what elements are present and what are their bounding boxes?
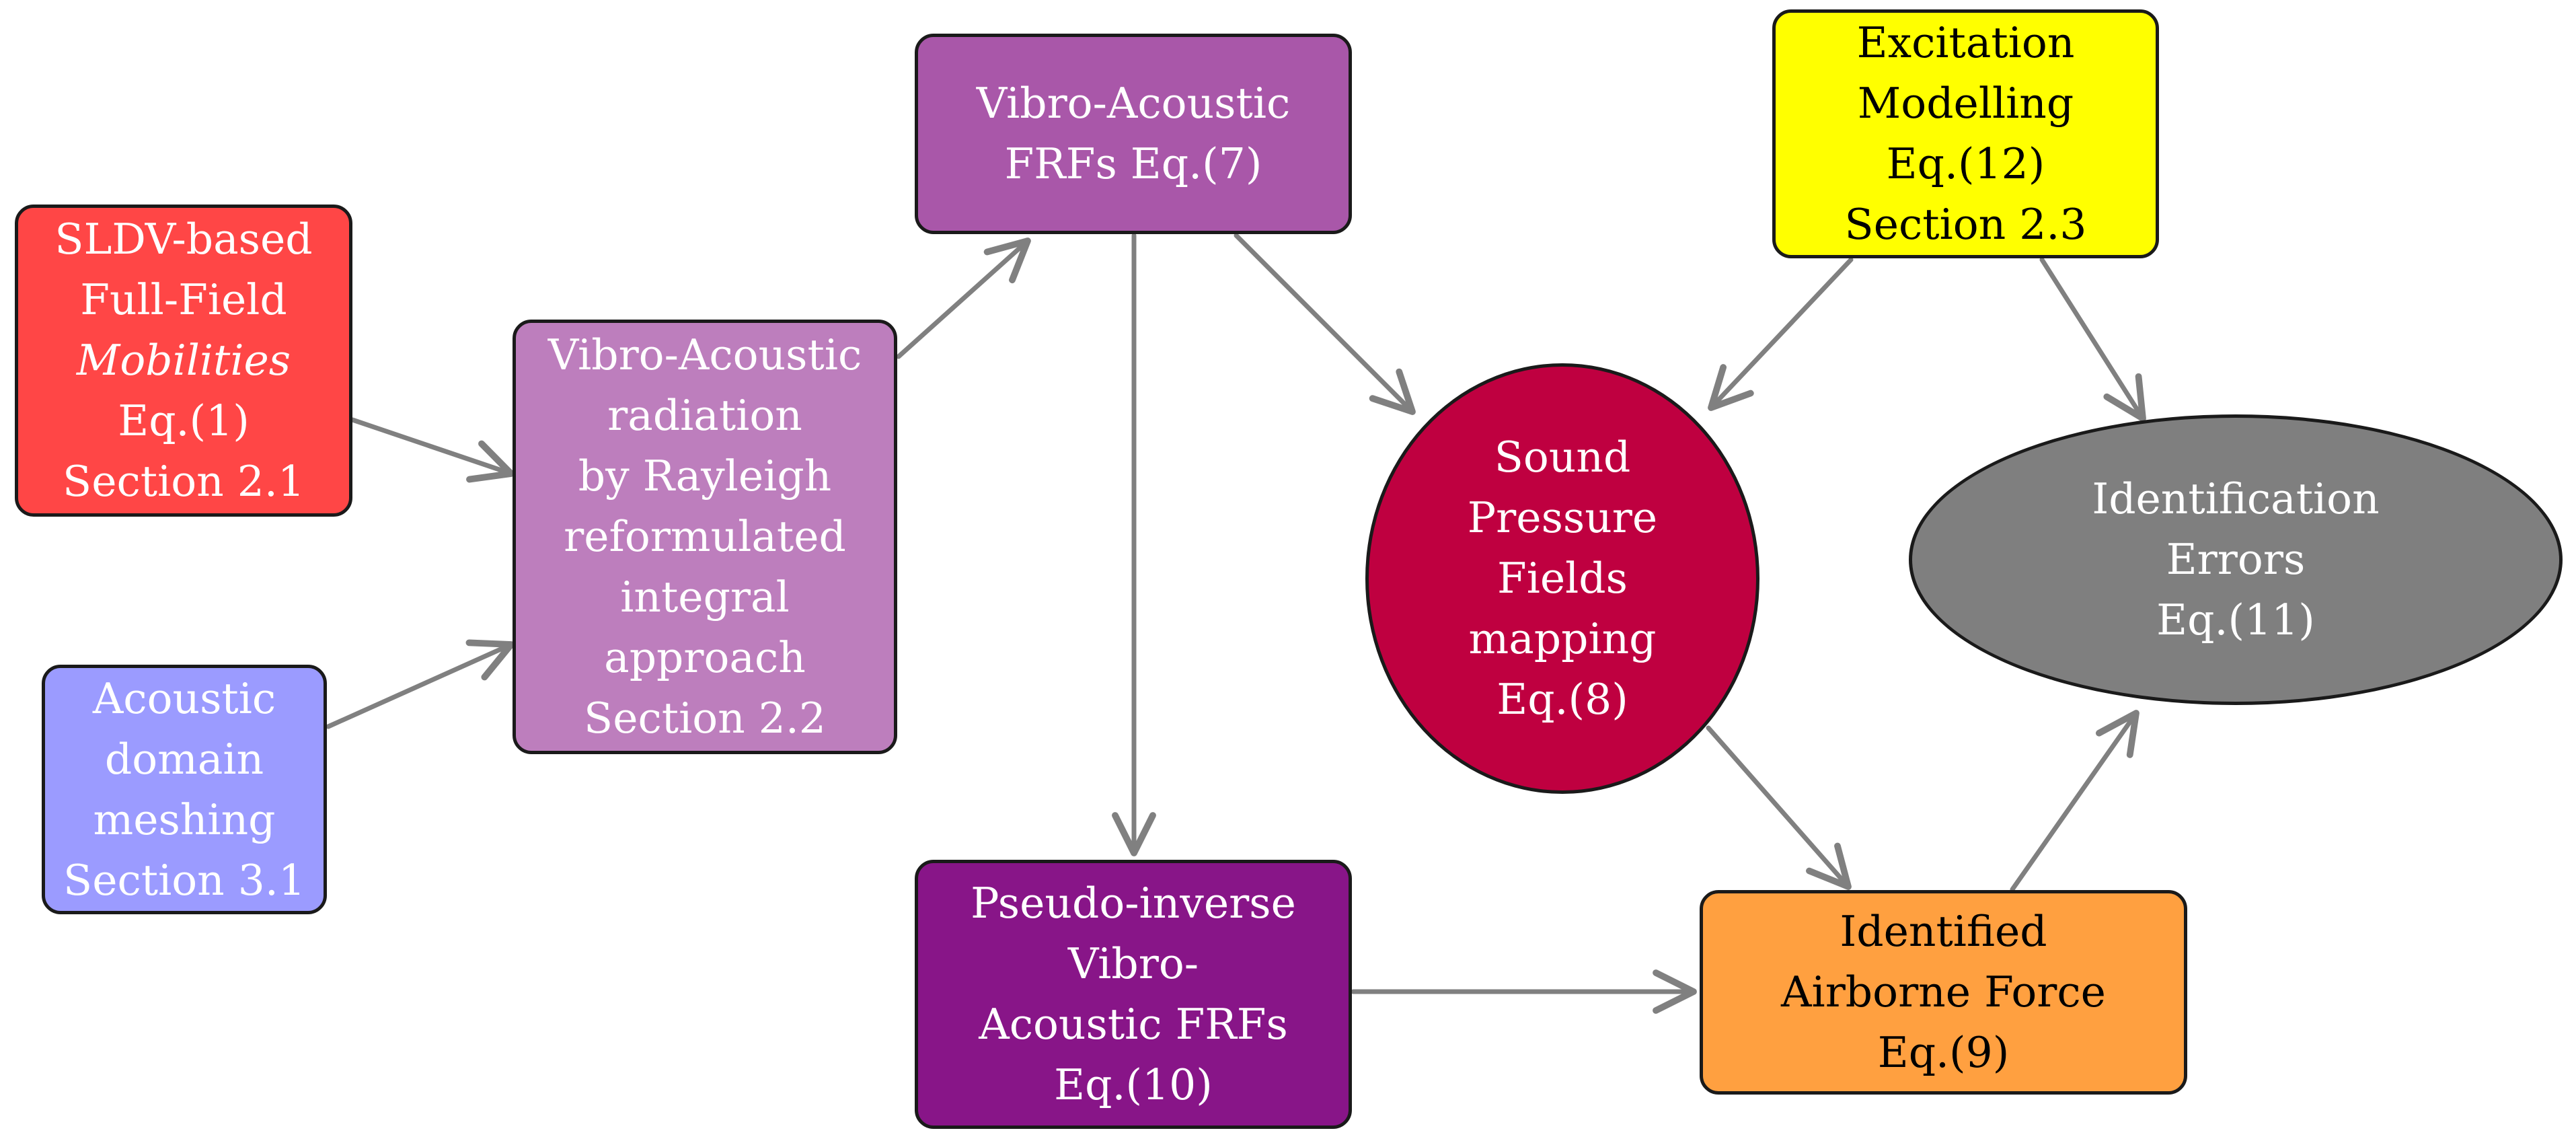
node-line: Eq.(8) <box>1497 675 1628 724</box>
node-line: domain <box>104 734 264 784</box>
arrow-excitation-to-sound-pressure <box>1708 257 1854 411</box>
node-vibro-acoustic-frfs: Vibro-Acoustic FRFs Eq.(7) <box>915 34 1352 234</box>
node-line: by Rayleigh <box>578 451 832 501</box>
node-line: integral <box>620 573 790 622</box>
node-line: Section 2.3 <box>1844 200 2087 249</box>
node-line: Mobilities <box>76 336 291 385</box>
node-rayleigh-radiation: Vibro-Acoustic radiation by Rayleigh ref… <box>513 320 897 754</box>
arrow-acoustic-meshing-to-rayleigh <box>326 639 515 729</box>
node-line: Section 2.1 <box>63 457 305 506</box>
node-line: Vibro-Acoustic <box>547 330 862 379</box>
node-line: Modelling <box>1857 79 2074 128</box>
node-line: Acoustic <box>92 673 276 723</box>
edges-layer <box>326 233 2146 1014</box>
node-line: Section 3.1 <box>63 855 305 905</box>
node-line: Acoustic FRFs <box>979 1000 1288 1049</box>
node-line: radiation <box>607 391 802 440</box>
arrow-rayleigh-to-vibro-frfs <box>896 237 1031 359</box>
node-excitation-modelling: Excitation Modelling Eq.(12) Section 2.3 <box>1772 9 2159 258</box>
node-line: Vibro- <box>1067 939 1199 988</box>
node-line: FRFs Eq.(7) <box>1004 139 1262 188</box>
node-sound-pressure-fields: Sound Pressure Fields mapping Eq.(8) <box>1365 363 1759 794</box>
node-line: Airborne Force <box>1781 967 2106 1017</box>
node-line: Eq.(9) <box>1877 1028 2010 1077</box>
node-line: reformulated <box>564 512 846 561</box>
node-line: Errors <box>2166 535 2306 584</box>
node-identification-errors: Identification Errors Eq.(11) <box>1909 414 2563 705</box>
node-line: Full-Field <box>80 275 287 324</box>
arrow-sound-pressure-to-identified-force <box>1706 725 1852 890</box>
node-line: SLDV-based <box>54 215 313 264</box>
node-line: Eq.(12) <box>1886 139 2045 188</box>
node-line: Excitation <box>1856 18 2075 67</box>
node-line: Pressure <box>1467 493 1658 542</box>
node-line: Vibro-Acoustic <box>976 79 1291 128</box>
arrow-identified-force-to-errors <box>2010 710 2139 892</box>
node-line: approach <box>604 633 806 682</box>
node-line: Identified <box>1840 907 2047 956</box>
node-line: Sound <box>1494 433 1631 482</box>
node-line: Eq.(11) <box>2156 595 2315 644</box>
node-line: Eq.(1) <box>118 396 250 445</box>
node-line: meshing <box>93 795 276 844</box>
node-pseudo-inverse-frfs: Pseudo-inverse Vibro- Acoustic FRFs Eq.(… <box>915 860 1352 1129</box>
node-line: Section 2.2 <box>584 694 826 743</box>
node-line: Eq.(10) <box>1054 1060 1213 1109</box>
arrow-vibro-frfs-to-sound-pressure <box>1234 233 1416 415</box>
arrow-excitation-to-errors <box>2039 257 2146 422</box>
node-line: Pseudo-inverse <box>971 879 1296 928</box>
node-line: mapping <box>1468 614 1657 663</box>
node-line: Fields <box>1497 554 1628 603</box>
node-sldv-mobilities: SLDV-based Full-Field Mobilities Eq.(1) … <box>15 205 352 517</box>
arrow-sldv-to-rayleigh <box>350 417 515 483</box>
node-line: Identification <box>2092 474 2380 523</box>
node-identified-airborne-force: Identified Airborne Force Eq.(9) <box>1700 890 2187 1095</box>
node-acoustic-domain-meshing: Acoustic domain meshing Section 3.1 <box>42 665 327 914</box>
